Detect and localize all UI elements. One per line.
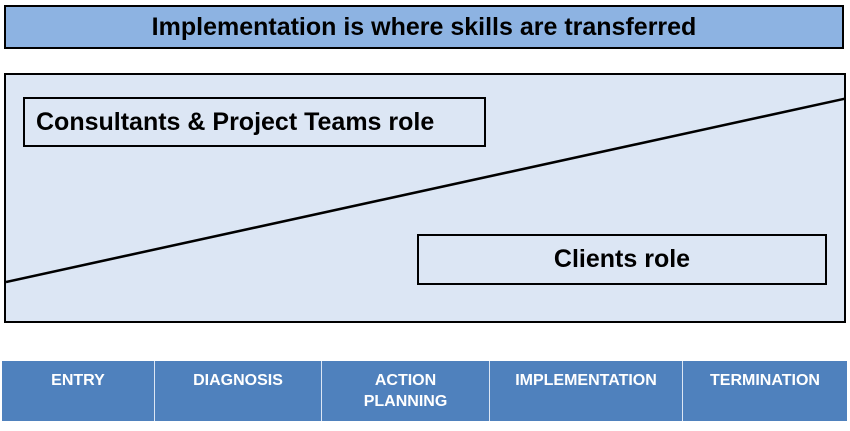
transfer-divider-line-canvas [6,97,844,284]
phase-implementation: IMPLEMENTATION [490,361,683,421]
transfer-divider-line [6,97,844,284]
phase-termination: TERMINATION [710,372,820,389]
phase-diagnosis: DIAGNOSIS [155,361,322,421]
clients-role-label: Clients role [417,234,827,285]
diagram-title: Implementation is where skills are trans… [4,5,844,49]
phase-bar: ENTRY DIAGNOSIS ACTION PLANNING IMPLEMEN… [2,361,847,421]
phase-entry: ENTRY [2,361,155,421]
consultants-role-label: Consultants & Project Teams role [23,97,486,147]
phase-action-planning: ACTION PLANNING [322,361,490,421]
role-transfer-panel: Consultants & Project Teams role Clients… [4,73,846,323]
